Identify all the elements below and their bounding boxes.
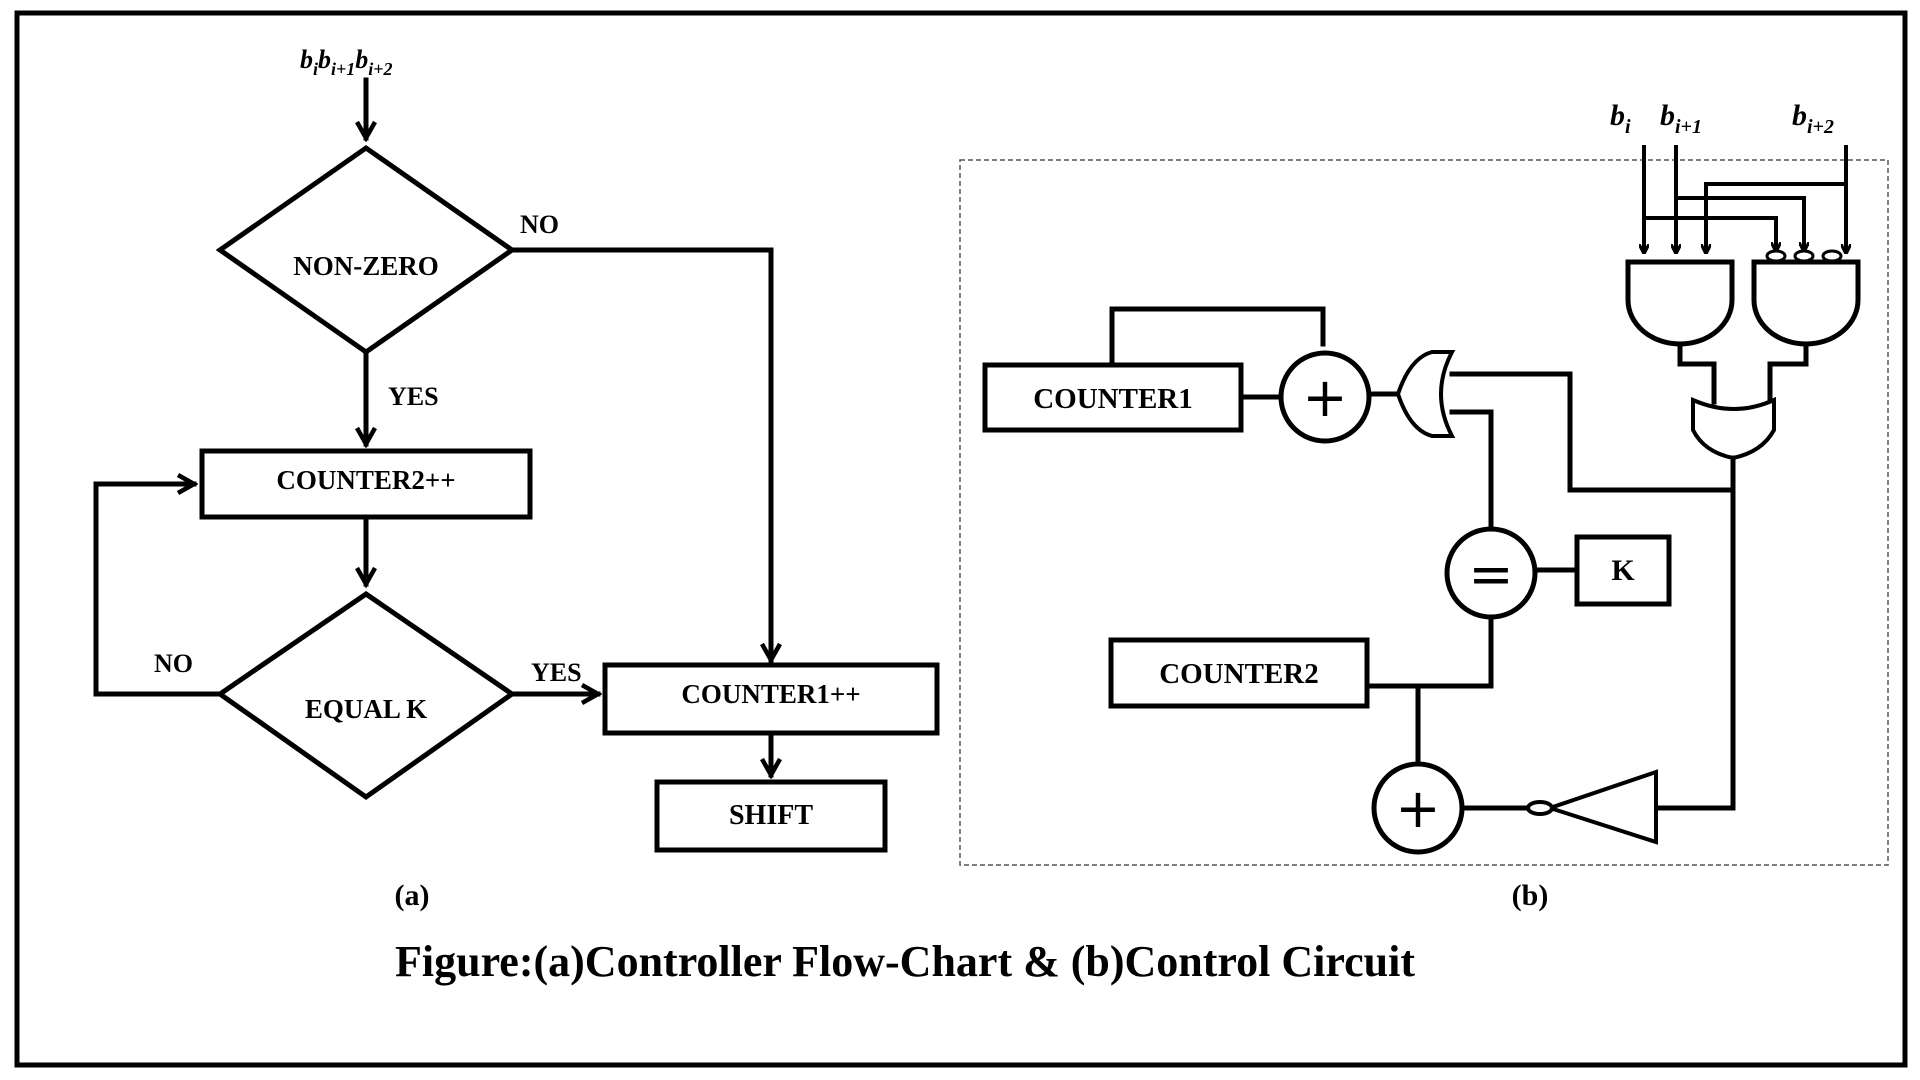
wire-counter1-feedback — [1109, 306, 1326, 368]
flowchart: bibi+1bi+2 NON-ZERO NO YES COUNTER2++ EQ… — [93, 45, 940, 912]
wire-or-output — [1655, 455, 1736, 811]
process-counter2-label: COUNTER2++ — [276, 465, 455, 495]
arrow-equal-no — [93, 484, 223, 697]
wire-and2-to-or — [1767, 341, 1809, 405]
equal-no-label: NO — [154, 649, 193, 678]
circuit-k — [1574, 534, 1672, 607]
nonzero-yes-label: YES — [388, 382, 439, 411]
flowchart-input-label: bibi+1bi+2 — [300, 45, 393, 79]
circuit-input-bi: bi — [1610, 99, 1631, 138]
nonzero-no-label: NO — [520, 210, 559, 239]
or-gate-left — [1395, 350, 1456, 438]
decision-equal — [215, 590, 517, 801]
adder-1-symbol: + — [1302, 366, 1347, 429]
adder-2-symbol: + — [1395, 777, 1440, 840]
decision-nonzero — [215, 144, 517, 356]
process-counter1-label: COUNTER1++ — [681, 679, 860, 709]
wire-or-to-compare — [1449, 409, 1494, 528]
label-b: (b) — [1512, 879, 1549, 912]
circuit-counter2-label: COUNTER2 — [1159, 658, 1319, 690]
process-shift — [654, 779, 888, 853]
and-gate-1 — [1625, 259, 1735, 347]
circuit-dashed-frame — [959, 159, 1889, 866]
adder-1 — [1278, 350, 1372, 444]
wire-and1-to-or — [1677, 341, 1717, 405]
process-counter2 — [199, 448, 533, 520]
equal-yes-label: YES — [531, 658, 582, 687]
circuit-counter2 — [1108, 637, 1370, 709]
decision-equal-label: EQUAL K — [305, 694, 427, 724]
not-gate-bubble — [1526, 800, 1554, 816]
input-wires — [1644, 145, 1846, 252]
and-gate-2 — [1751, 259, 1861, 347]
arrow-nonzero-no — [509, 247, 771, 660]
not-gate — [1543, 769, 1658, 845]
figure-caption: Figure:(a)Controller Flow-Chart & (b)Con… — [395, 937, 1415, 986]
control-circuit: bi bi+1 bi+2 — [959, 99, 1889, 912]
circuit-counter1-label: COUNTER1 — [1033, 383, 1193, 415]
circuit-input-bi2: bi+2 — [1792, 99, 1834, 138]
wire-or-to-left-or — [1449, 371, 1736, 493]
wire-counter2-to-compare — [1364, 614, 1494, 689]
circuit-input-bi1: bi+1 — [1660, 99, 1702, 138]
process-shift-label: SHIFT — [729, 800, 813, 831]
circuit-k-label: K — [1611, 554, 1635, 587]
process-counter1 — [602, 662, 940, 736]
outer-frame — [14, 10, 1908, 1068]
decision-nonzero-label: NON-ZERO — [293, 251, 439, 281]
or-gate-top — [1691, 396, 1776, 461]
label-a: (a) — [395, 879, 430, 912]
comparator-symbol: = — [1468, 543, 1513, 606]
